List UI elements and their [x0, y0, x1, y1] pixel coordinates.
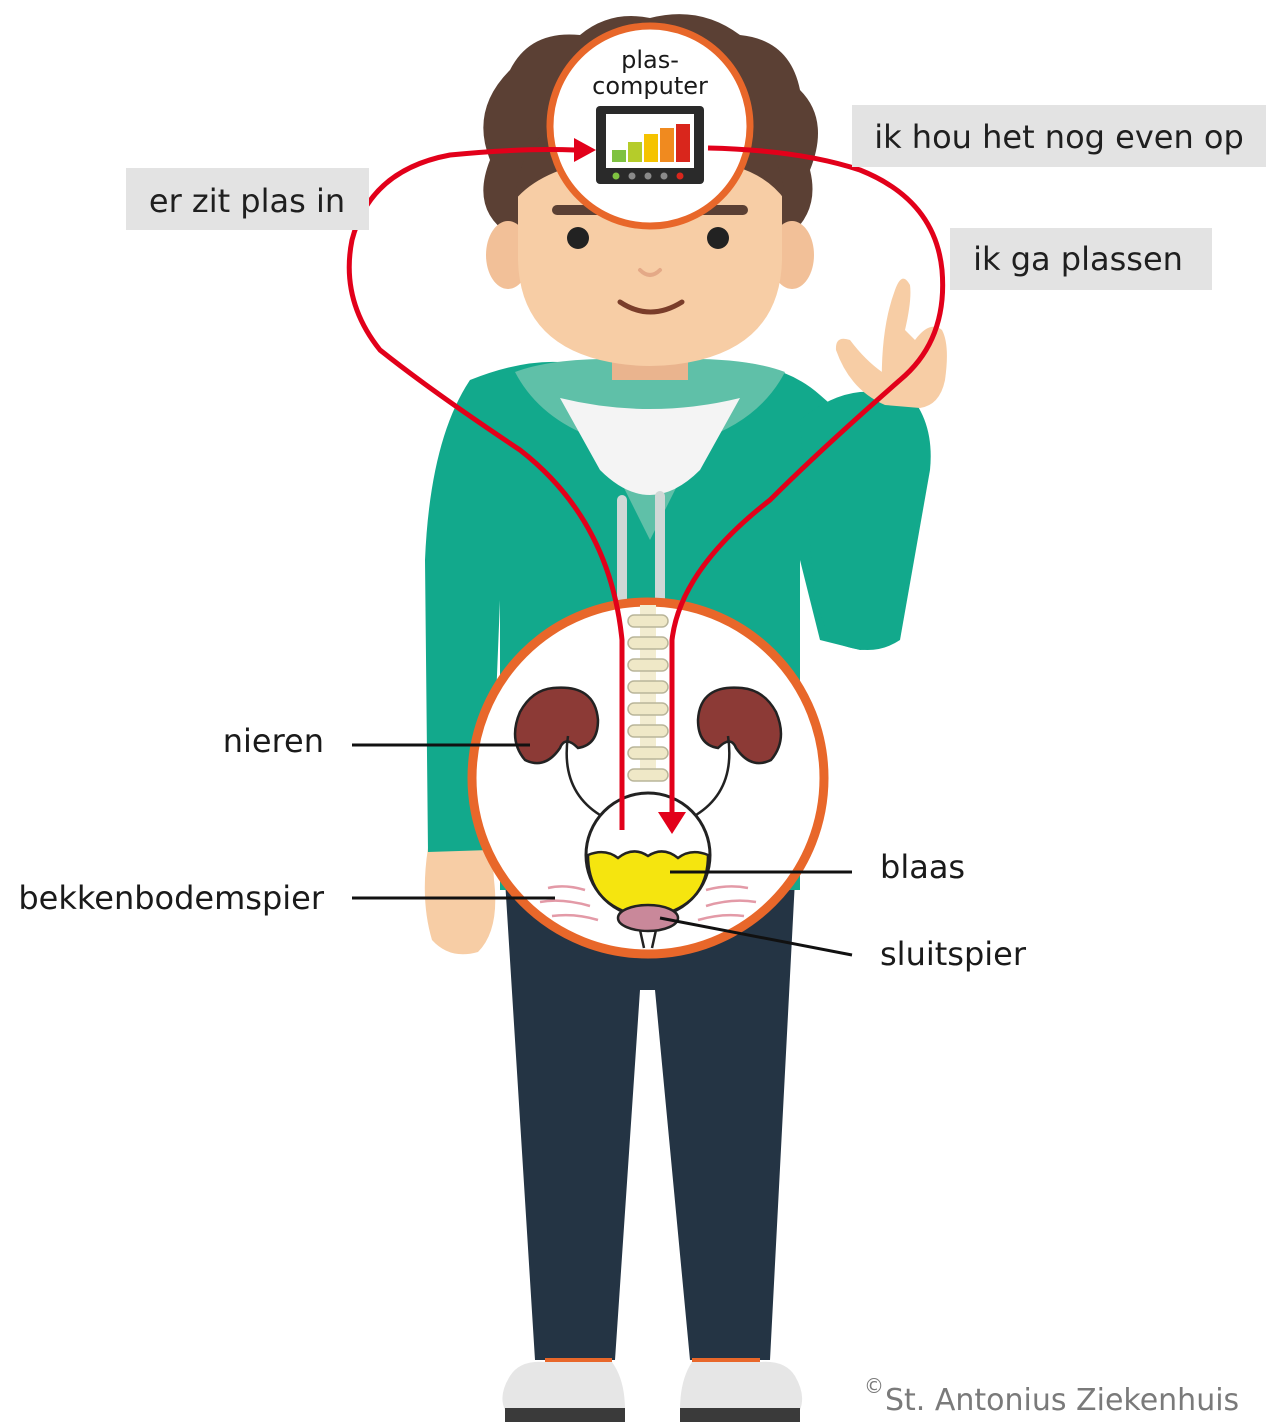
bar-chart-monitor-icon	[596, 106, 704, 184]
message-hold: ik hou het nog even op	[852, 105, 1266, 167]
plas-computer-circle: plas- computer	[550, 26, 750, 226]
copyright-symbol: ©	[864, 1374, 884, 1398]
bladder	[586, 793, 710, 917]
message-signal-in-text: er zit plas in	[149, 182, 345, 220]
shoes	[502, 1358, 802, 1422]
copyright-text: St. Antonius Ziekenhuis	[885, 1383, 1239, 1418]
message-hold-text: ik hou het nog even op	[874, 118, 1244, 156]
copyright: © St. Antonius Ziekenhuis	[864, 1374, 1239, 1418]
label-kidneys: nieren	[223, 722, 324, 760]
label-pelvic-floor: bekkenbodemspier	[18, 879, 325, 917]
label-bladder: blaas	[880, 848, 965, 886]
left-hand	[425, 848, 495, 954]
plas-computer-label-line1: plas-	[621, 46, 679, 74]
message-go: ik ga plassen	[950, 228, 1212, 290]
message-signal-in: er zit plas in	[126, 168, 369, 230]
message-go-text: ik ga plassen	[973, 240, 1183, 278]
label-sphincter: sluitspier	[880, 935, 1027, 973]
plas-computer-label-line2: computer	[592, 72, 708, 100]
pelvis-circle	[472, 602, 824, 954]
